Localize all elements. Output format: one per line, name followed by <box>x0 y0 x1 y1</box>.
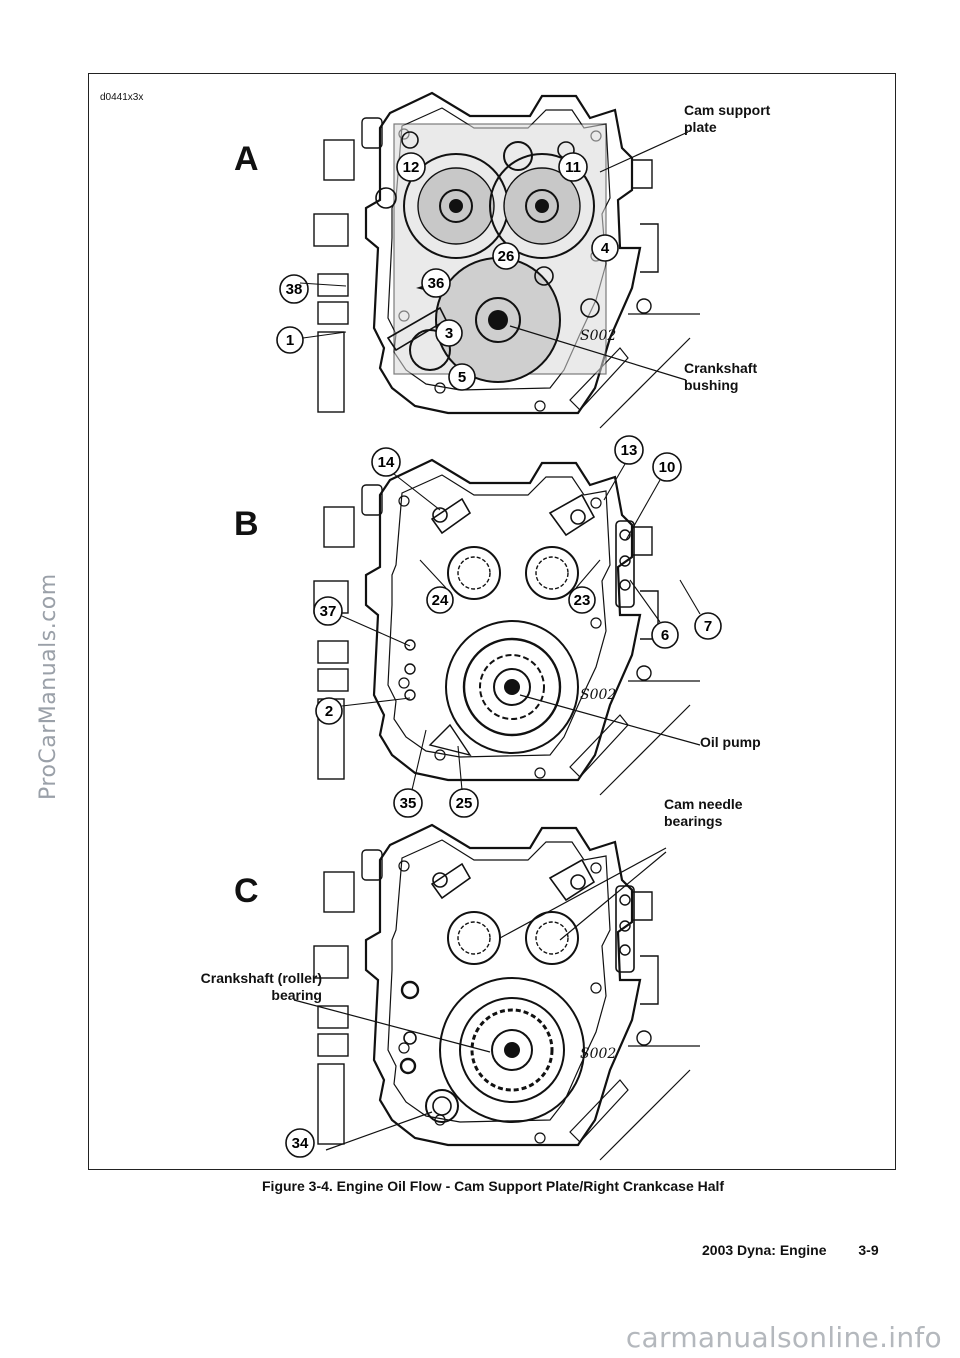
svg-text:10: 10 <box>659 459 676 476</box>
callout-cam-needle-bearings: Cam needle bearings <box>664 796 743 829</box>
callout-number: 7 <box>694 612 722 640</box>
callout-number: 25 <box>449 788 479 818</box>
callout-oil-pump: Oil pump <box>700 734 761 750</box>
callout-number: 10 <box>652 452 682 482</box>
callout-number: 2 <box>315 697 343 725</box>
svg-text:5: 5 <box>458 369 466 386</box>
figure-frame <box>88 73 896 1170</box>
callout-number: 14 <box>371 447 401 477</box>
callout-number: 1 <box>276 326 304 354</box>
callout-crankshaft-roller-bearing: Crankshaft (roller) bearing <box>200 970 322 1003</box>
page-footer: 2003 Dyna: Engine 3-9 <box>702 1242 879 1258</box>
callout-number: 37 <box>313 596 343 626</box>
svg-text:7: 7 <box>704 618 712 635</box>
callout-number: 35 <box>393 788 423 818</box>
callout-number: 12 <box>396 152 426 182</box>
svg-text:34: 34 <box>292 1135 309 1152</box>
callout-number: 26 <box>492 242 520 270</box>
callout-number: 36 <box>421 268 451 298</box>
callout-numbers-c: 34 <box>285 1128 315 1158</box>
callout-number: 6 <box>651 621 679 649</box>
svg-text:35: 35 <box>400 795 417 812</box>
callout-cam-support-plate: Cam support plate <box>684 102 771 135</box>
svg-text:23: 23 <box>574 592 591 609</box>
casting-mark-a: S002 <box>580 328 616 344</box>
svg-text:1: 1 <box>286 332 294 349</box>
callout-number: 38 <box>279 274 309 304</box>
figure-caption: Figure 3-4. Engine Oil Flow - Cam Suppor… <box>262 1178 725 1194</box>
footer-title: 2003 Dyna: Engine <box>702 1242 827 1258</box>
callout-number: 34 <box>285 1128 315 1158</box>
panel-b-drawing: S002 <box>312 458 702 797</box>
panel-c-drawing: S002 <box>293 823 702 1162</box>
panel-label-a: A <box>234 140 259 178</box>
svg-text:12: 12 <box>403 159 420 176</box>
callout-numbers-b: 14 13 10 24 23 37 7 6 2 35 25 <box>313 435 722 818</box>
svg-text:4: 4 <box>601 240 610 257</box>
callout-number: 5 <box>448 363 476 391</box>
svg-text:13: 13 <box>621 442 638 459</box>
callout-number: 3 <box>435 319 463 347</box>
svg-text:25: 25 <box>456 795 473 812</box>
callout-number: 24 <box>426 586 454 614</box>
callout-number: 4 <box>591 234 619 262</box>
document-id: d0441x3x <box>100 92 144 103</box>
callout-crankshaft-bushing: Crankshaft bushing <box>684 360 758 393</box>
svg-text:24: 24 <box>432 592 449 609</box>
svg-text:11: 11 <box>565 159 581 176</box>
casting-mark-c: S002 <box>580 1046 616 1062</box>
bottom-watermark: carmanualsonline.info <box>625 1321 942 1354</box>
svg-text:26: 26 <box>498 248 515 265</box>
svg-text:2: 2 <box>325 703 333 720</box>
callout-number: 11 <box>558 152 588 182</box>
svg-text:14: 14 <box>378 454 395 471</box>
svg-text:38: 38 <box>286 281 303 298</box>
panel-label-c: C <box>234 872 259 910</box>
callout-number: 23 <box>568 586 596 614</box>
svg-text:6: 6 <box>661 627 669 644</box>
callout-number: 13 <box>614 435 644 465</box>
page-number: 3-9 <box>858 1242 879 1258</box>
callout-numbers-a: 12 11 4 26 36 38 1 3 5 <box>276 152 619 391</box>
svg-text:36: 36 <box>428 275 445 292</box>
svg-text:3: 3 <box>445 325 453 342</box>
panel-label-b: B <box>234 505 259 543</box>
svg-text:37: 37 <box>320 603 337 620</box>
casting-mark-b: S002 <box>580 687 616 703</box>
